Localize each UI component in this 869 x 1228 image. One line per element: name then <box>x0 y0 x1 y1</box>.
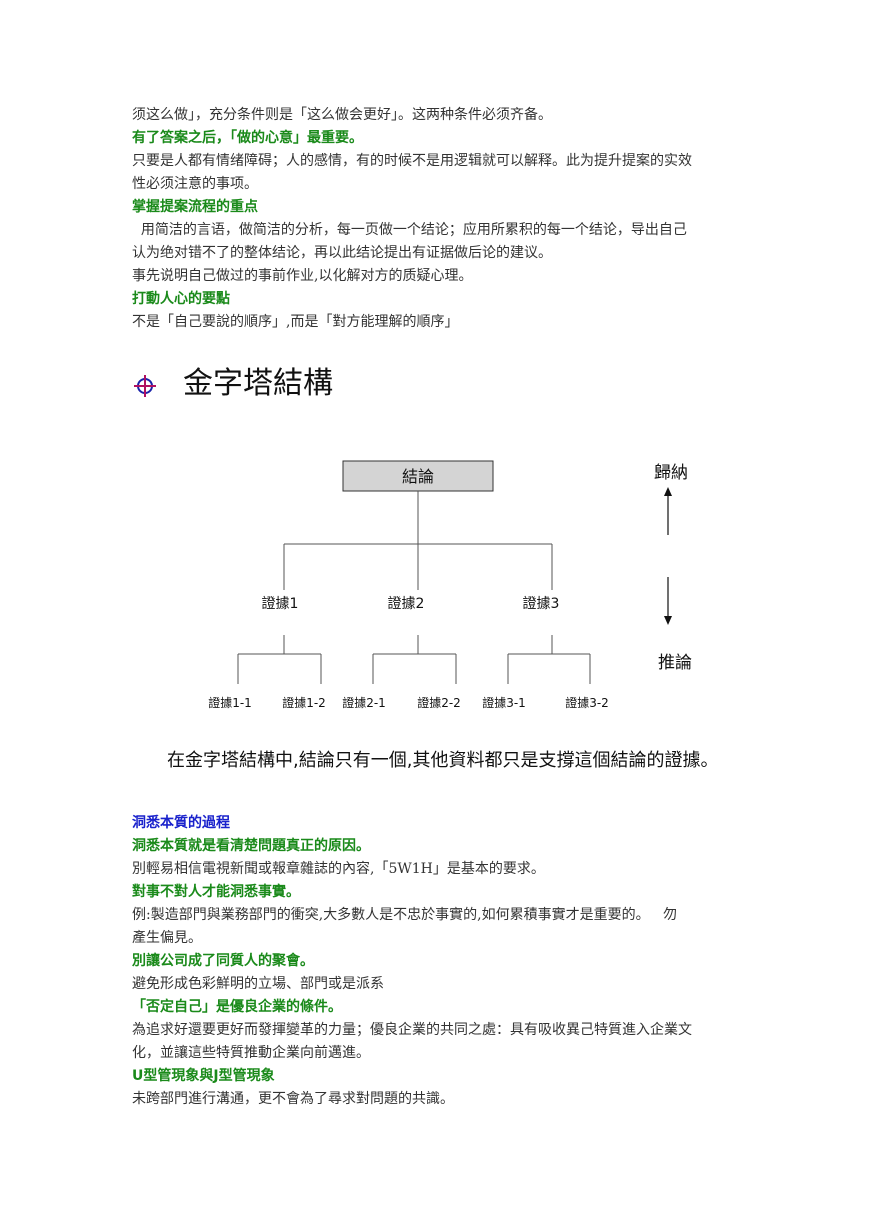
conclusion-box <box>342 460 494 492</box>
sub-evidence-1-2-label: 證據1-2 <box>282 695 326 710</box>
subheading: 打動人心的要點 <box>132 291 230 307</box>
sub-evidence-1-1-label: 證據1-1 <box>208 695 252 710</box>
text-line: 不是「自己要說的順序」,而是「對方能理解的順序」 <box>132 314 459 330</box>
sub-evidence-2-1-label: 證據2-1 <box>342 695 386 710</box>
sub-evidence-2-2-label: 證據2-2 <box>417 695 461 710</box>
evidence-1-label: 證據1 <box>262 595 299 612</box>
text-line: 须这么做」，充分条件则是「这么做会更好」。这两种条件必须齐备。 <box>132 107 552 123</box>
evidence-2-label: 證據2 <box>388 595 425 612</box>
subheading: 掌握提案流程的重点 <box>132 199 258 215</box>
text-line: 例:製造部門與業務部門的衝突,大多數人是不忠於事實的,如何累積事實才是重要的。 … <box>132 907 677 923</box>
crosshair-icon <box>134 375 156 397</box>
subheading: 洞悉本質就是看清楚問題真正的原因。 <box>132 838 370 854</box>
subheading: 「否定自己」是優良企業的條件。 <box>132 999 342 1015</box>
text-line: 认为绝对错不了的整体结论，再以此结论提出有证据做后论的建议。 <box>132 245 552 261</box>
subheading: 別讓公司成了同質人的聚會。 <box>132 953 314 969</box>
text-line: 別輕易相信電視新聞或報章雜誌的內容,「5W1H」是基本的要求。 <box>132 861 545 877</box>
text-line: 性必须注意的事项。 <box>132 176 258 192</box>
section-title: 金字塔結構 <box>183 366 333 401</box>
text-line: 避免形成色彩鮮明的立場、部門或是派系 <box>132 976 384 992</box>
induction-label: 歸納 <box>654 463 688 483</box>
text-line: 未跨部門進行溝通，更不會為了尋求對問題的共識。 <box>132 1091 454 1107</box>
down-arrow-icon <box>664 577 672 625</box>
text-line: 事先说明自己做过的事前作业,以化解对方的质疑心理。 <box>132 268 473 284</box>
text-line: 用简洁的言语，做简洁的分析，每一页做一个结论；应用所累积的每一个结论，导出自己 <box>132 222 687 238</box>
subheading: 對事不對人才能洞悉事實。 <box>132 884 300 900</box>
subheading: U型管現象與J型管現象 <box>132 1068 275 1084</box>
evidence-3-label: 證據3 <box>523 595 560 612</box>
sub-evidence-3-1-label: 證據3-1 <box>482 695 526 710</box>
text-line: 只要是人都有情绪障碍；人的感情，有的时候不是用逻辑就可以解释。此为提升提案的实效 <box>132 153 692 169</box>
section-subtitle: 洞悉本質的過程 <box>132 815 230 831</box>
text-line: 為追求好還要更好而發揮變革的力量；優良企業的共同之處：具有吸收異己特質進入企業文 <box>132 1022 692 1038</box>
text-line: 產生偏見。 <box>132 930 202 946</box>
deduction-label: 推論 <box>658 653 692 673</box>
conclusion-label: 結論 <box>402 467 434 486</box>
subheading: 有了答案之后，「做的心意」最重要。 <box>132 130 363 146</box>
text-line: 化，並讓這些特質推動企業向前邁進。 <box>132 1045 370 1061</box>
pyramid-diagram: 結論 證據1 證據2 證據3 證據1-1 證據1-2 證據2-1 證據2-2 證… <box>208 460 692 710</box>
sub-evidence-3-2-label: 證據3-2 <box>565 695 609 710</box>
diagram-caption: 在金字塔結構中,結論只有一個,其他資料都只是支撐這個結論的證據。 <box>167 750 719 771</box>
up-arrow-icon <box>664 487 672 535</box>
connector-lines <box>237 491 591 684</box>
